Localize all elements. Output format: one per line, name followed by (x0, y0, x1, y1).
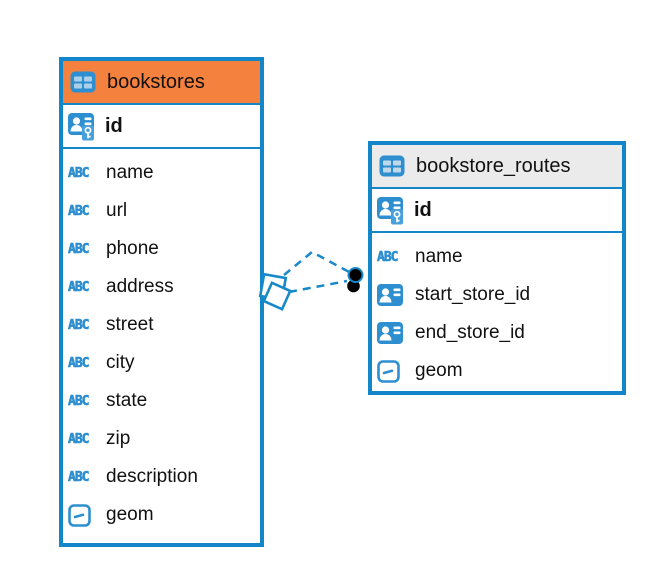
column-row[interactable]: ABC url (68, 192, 255, 230)
column-row[interactable]: ABC description (68, 458, 255, 496)
column-name: name (415, 246, 463, 267)
column-row[interactable]: ABC name (377, 238, 617, 276)
column-name: description (106, 466, 198, 487)
relationship-dot-endpoints (347, 267, 364, 293)
text-type-icon: ABC (68, 393, 90, 409)
column-name: city (106, 352, 135, 373)
relationship-line-upper (283, 250, 352, 276)
column-row[interactable]: ABC zip (68, 420, 255, 458)
column-name: name (106, 162, 154, 183)
column-name: geom (106, 504, 154, 525)
table-title: bookstores (107, 70, 205, 93)
relationship-diamond-endpoints (258, 272, 292, 311)
column-list: ABC name ABC url ABC phone ABC address A… (63, 149, 260, 534)
column-name: street (106, 314, 154, 335)
table-header-bookstores[interactable]: bookstores (63, 61, 260, 105)
column-name: address (106, 276, 174, 297)
person-key-icon (377, 196, 407, 225)
reference-type-icon (377, 284, 407, 306)
entity-table-bookstores[interactable]: bookstores id ABC name ABC url (59, 57, 264, 547)
column-name: url (106, 200, 128, 221)
text-type-icon: ABC (68, 241, 90, 257)
text-type-icon: ABC (68, 165, 90, 181)
table-title: bookstore_routes (416, 154, 571, 177)
column-row[interactable]: ABC address (68, 268, 255, 306)
text-type-icon: ABC (68, 317, 90, 333)
relationship-line-lower (288, 279, 348, 294)
reference-type-icon (377, 322, 407, 344)
column-name: id (105, 114, 123, 137)
column-row[interactable]: geom (377, 352, 617, 390)
entity-table-bookstore-routes[interactable]: bookstore_routes id ABC name (368, 141, 626, 395)
column-name: end_store_id (415, 322, 525, 343)
column-row[interactable]: ABC phone (68, 230, 255, 268)
column-row-id[interactable]: id (63, 105, 260, 149)
column-row[interactable]: end_store_id (377, 314, 617, 352)
column-row[interactable]: geom (68, 496, 255, 534)
column-name: geom (415, 360, 463, 381)
column-name: state (106, 390, 148, 411)
column-name: start_store_id (415, 284, 531, 305)
column-row[interactable]: ABC city (68, 344, 255, 382)
text-type-icon: ABC (68, 203, 90, 219)
text-type-icon: ABC (68, 431, 90, 447)
column-row[interactable]: ABC name (68, 154, 255, 192)
geometry-type-icon (68, 503, 98, 527)
column-row-id[interactable]: id (372, 189, 622, 233)
column-name: zip (106, 428, 131, 449)
table-grid-icon (379, 155, 409, 177)
text-type-icon: ABC (68, 355, 90, 371)
column-list: ABC name start_store_id (372, 233, 622, 390)
table-header-bookstore-routes[interactable]: bookstore_routes (372, 145, 622, 189)
geometry-type-icon (377, 359, 407, 383)
column-row[interactable]: start_store_id (377, 276, 617, 314)
person-key-icon (68, 112, 98, 141)
text-type-icon: ABC (377, 249, 399, 265)
column-row[interactable]: ABC street (68, 306, 255, 344)
table-grid-icon (70, 71, 100, 93)
text-type-icon: ABC (68, 279, 90, 295)
text-type-icon: ABC (68, 469, 90, 485)
column-name: id (414, 198, 432, 221)
column-row[interactable]: ABC state (68, 382, 255, 420)
column-name: phone (106, 238, 159, 259)
